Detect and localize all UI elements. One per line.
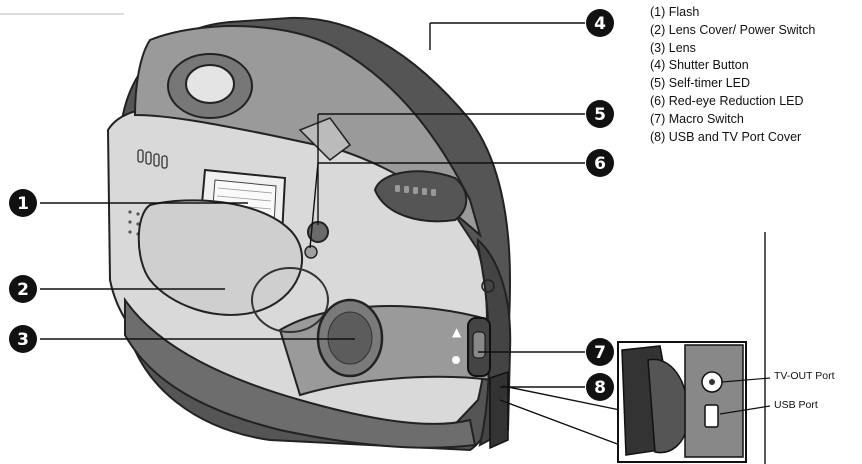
callout-6-number: 6 [594, 154, 606, 174]
lens-cover [137, 199, 304, 316]
callout-7-marker [586, 338, 614, 366]
callout-3-marker [9, 325, 37, 353]
callout-8-number: 8 [594, 378, 606, 398]
legend-item-flash: (1) Flash [650, 5, 700, 19]
callout-2-marker [9, 275, 37, 303]
callout-markers: 1 2 3 4 5 6 7 8 [9, 9, 614, 401]
viewfinder-panel [298, 117, 468, 223]
callout-7-number: 7 [594, 343, 606, 363]
callout-2-number: 2 [17, 280, 29, 300]
callout-5-marker [586, 100, 614, 128]
usb-port-label: USB Port [774, 399, 818, 411]
callout-8-marker [586, 373, 614, 401]
callout-3-number: 3 [17, 330, 29, 350]
callout-5-number: 5 [594, 105, 606, 125]
lens [251, 267, 384, 378]
macro-switch: ▲ [452, 317, 491, 377]
legend-item-lens: (3) Lens [650, 40, 696, 55]
red-eye-led [304, 245, 318, 259]
tv-out-port-label: TV-OUT Port [774, 370, 835, 382]
parts-legend: (1) Flash (2) Lens Cover/ Power Switch (… [650, 4, 815, 146]
legend-item-red-eye-led: (6) Red-eye Reduction LED [650, 93, 804, 108]
strap-eyelet [481, 279, 495, 293]
legend-item-macro-switch: (7) Macro Switch [650, 111, 744, 126]
callout-6-marker [586, 149, 614, 177]
legend-item-shutter-button: (4) Shutter Button [650, 58, 749, 73]
speaker-slots [137, 149, 168, 169]
callout-1-marker [9, 189, 37, 217]
leader-lines [40, 22, 766, 464]
port-inset [617, 341, 771, 463]
legend-item-lens-cover: (2) Lens Cover/ Power Switch [650, 22, 816, 37]
svg-text:▲: ▲ [452, 325, 462, 339]
legend-item-self-timer-led: (5) Self-timer LED [650, 76, 751, 91]
port-cover [489, 370, 509, 450]
callout-1-number: 1 [17, 194, 29, 214]
shutter-button [167, 53, 253, 119]
callout-4-number: 4 [594, 14, 606, 34]
legend-item-port-cover: (8) USB and TV Port Cover [650, 129, 802, 144]
callout-4-marker [586, 9, 614, 37]
usb-jack [704, 404, 719, 428]
